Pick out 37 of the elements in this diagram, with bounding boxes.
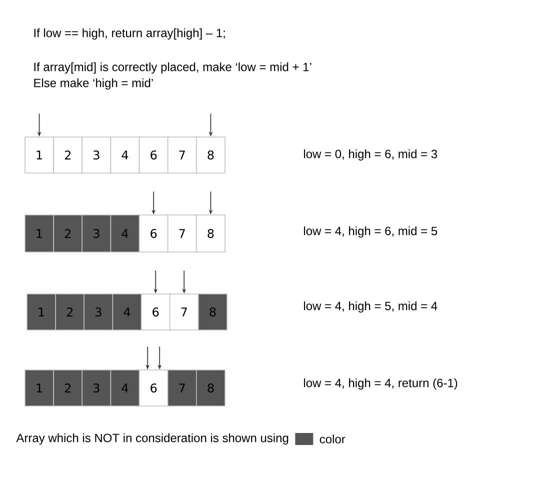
array-cell: 8 bbox=[196, 214, 226, 252]
array-cell: 6 bbox=[138, 136, 168, 174]
shaded-array-cell: 1 bbox=[24, 370, 54, 406]
array-cell: 4 bbox=[110, 136, 140, 174]
shaded-array-cell: 3 bbox=[84, 294, 114, 330]
array-cell: 8 bbox=[196, 136, 226, 174]
rule-text: If array[mid] is correctly placed, make ‘low = mid + 1’ bbox=[34, 62, 312, 74]
legend-text: Array which is NOT in consideration is shown using bbox=[16, 433, 288, 445]
shaded-array-cell: 4 bbox=[110, 214, 140, 252]
array-cell: 7 bbox=[169, 294, 199, 330]
rule-text: Else make ‘high = mid’ bbox=[34, 78, 153, 90]
shaded-array-cell: 3 bbox=[82, 370, 112, 406]
array-cell: 6 bbox=[138, 214, 168, 252]
shaded-array-cell: 2 bbox=[53, 370, 83, 406]
array-cell: 2 bbox=[53, 136, 83, 174]
shaded-array-cell: 8 bbox=[196, 370, 226, 406]
state-text: low = 4, high = 6, mid = 5 bbox=[304, 226, 438, 238]
shaded-array-cell: 2 bbox=[53, 214, 83, 252]
array-cell: 1 bbox=[24, 136, 54, 174]
shaded-array-cell: 1 bbox=[24, 214, 54, 252]
state-text: low = 0, high = 6, mid = 3 bbox=[304, 149, 438, 161]
shaded-array-cell: 4 bbox=[110, 370, 140, 406]
legend-text: color bbox=[320, 434, 346, 444]
rule-text: If low == high, return array[high] – 1; bbox=[34, 28, 225, 40]
shaded-array-cell: 8 bbox=[198, 294, 228, 330]
array-cell: 3 bbox=[82, 136, 112, 174]
array-cell: 6 bbox=[140, 294, 170, 330]
array-cell: 7 bbox=[167, 214, 197, 252]
shaded-array-cell: 4 bbox=[112, 294, 142, 330]
state-text: low = 4, high = 4, return (6-1) bbox=[304, 378, 458, 390]
state-text: low = 4, high = 5, mid = 4 bbox=[304, 301, 438, 313]
shaded-array-cell: 3 bbox=[82, 214, 112, 252]
array-cell: 6 bbox=[138, 370, 168, 406]
shaded-array-cell: 7 bbox=[167, 370, 197, 406]
shaded-array-cell: 1 bbox=[26, 294, 56, 330]
array-cell: 7 bbox=[167, 136, 197, 174]
shaded-array-cell: 2 bbox=[55, 294, 85, 330]
